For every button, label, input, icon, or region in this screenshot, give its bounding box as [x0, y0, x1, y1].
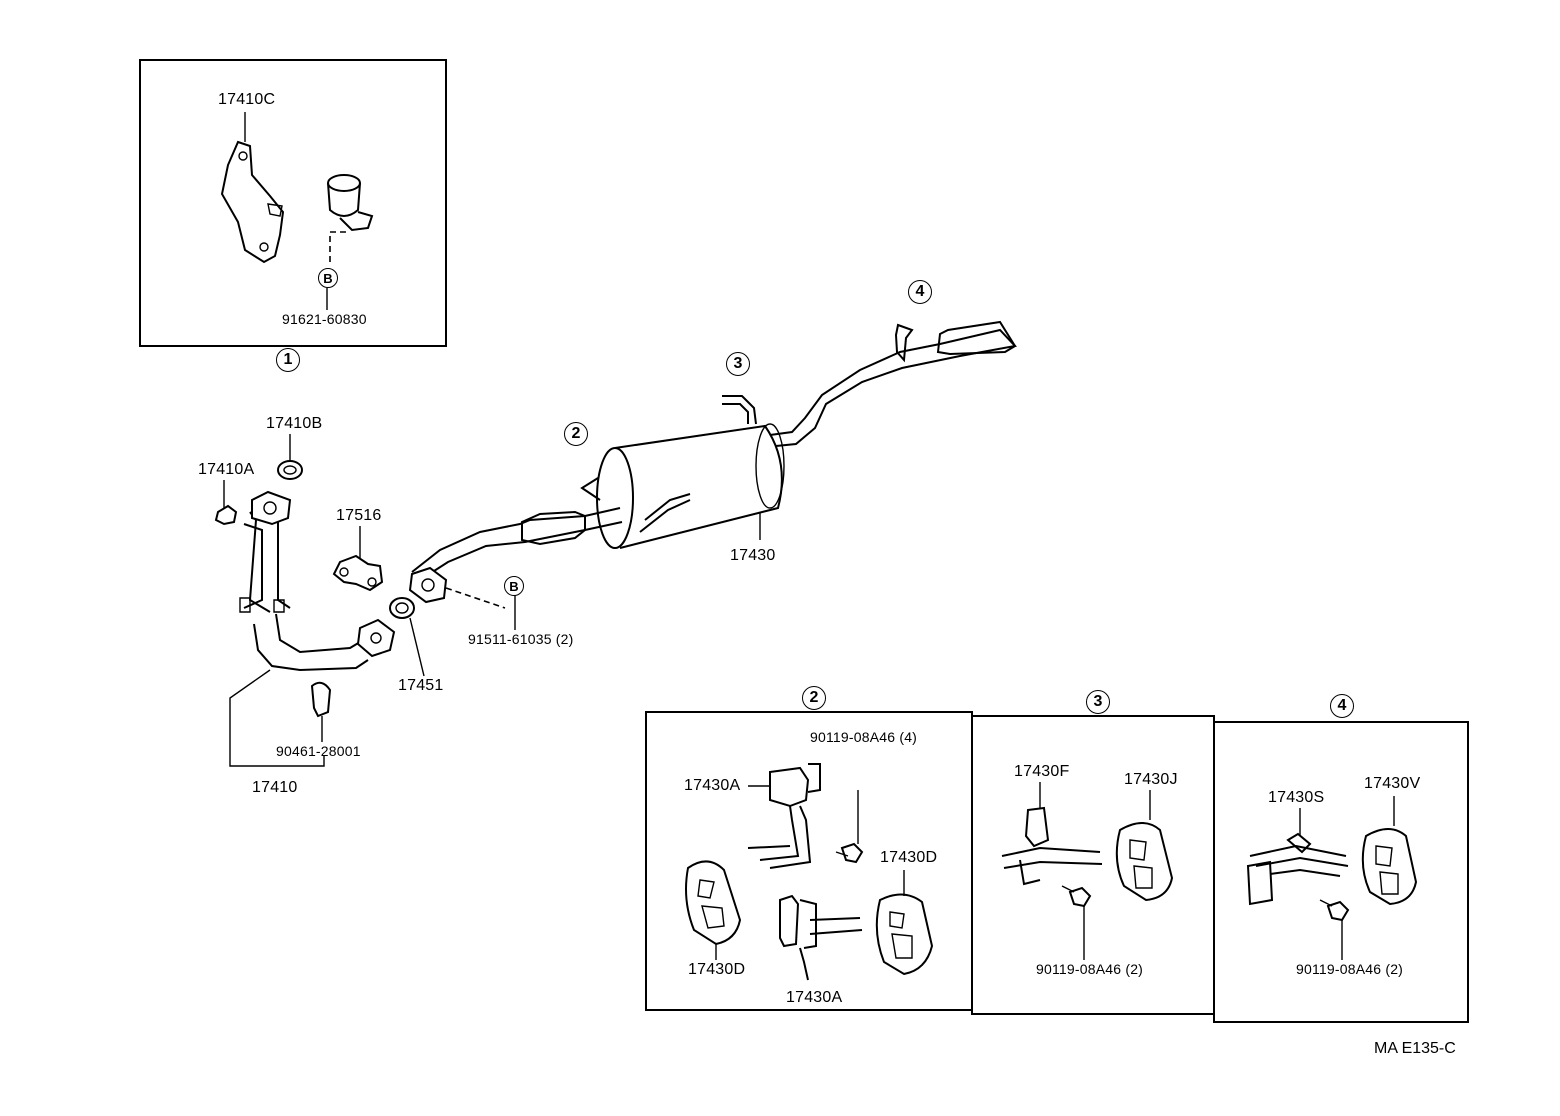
label-90461-28001: 90461-28001 — [276, 743, 361, 759]
bracket-17516-drawing — [332, 526, 384, 592]
label-box3-17430j: 17430J — [1124, 771, 1178, 788]
label-box4-17430s: 17430S — [1268, 789, 1325, 806]
label-17430: 17430 — [730, 547, 776, 564]
box3-bolt-drawing — [1061, 885, 1092, 960]
label-box2-17430d-left: 17430D — [688, 961, 746, 978]
label-17410b: 17410B — [266, 415, 323, 432]
inset-box-4 — [1213, 721, 1469, 1023]
label-17410c: 17410C — [218, 91, 276, 108]
label-box2-17430d-right: 17430D — [880, 849, 938, 866]
label-17410: 17410 — [252, 779, 298, 796]
plug-90461-drawing — [310, 681, 332, 742]
box4-rubber-drawing — [1361, 796, 1418, 906]
ref-circle-b-mid: B — [504, 576, 524, 596]
clamp-inset-drawing — [326, 174, 374, 310]
ref-circle-4: 4 — [908, 280, 932, 304]
label-17516: 17516 — [336, 507, 382, 524]
front-pipe-drawing — [239, 490, 396, 672]
ref-circle-2: 2 — [564, 422, 588, 446]
leader-17410 — [229, 669, 325, 767]
ref-circle-box-3: 3 — [1086, 690, 1110, 714]
hanger-3-drawing — [722, 395, 757, 425]
label-box4-90119-08a46: 90119-08A46 (2) — [1296, 961, 1404, 977]
label-91511-61035: 91511-61035 (2) — [468, 631, 574, 647]
ref-circle-3: 3 — [726, 352, 750, 376]
box3-hanger-drawing — [1001, 782, 1103, 886]
box4-bolt-drawing — [1319, 899, 1350, 960]
ref-circle-1: 1 — [276, 348, 300, 372]
ref-circle-b-top: B — [318, 268, 338, 288]
center-pipe-drawing — [408, 507, 623, 609]
ref-circle-box-2: 2 — [802, 686, 826, 710]
label-17410a: 17410A — [198, 461, 255, 478]
inset-box-1 — [139, 59, 447, 347]
label-box2-17430a-top: 17430A — [684, 777, 741, 794]
box4-hanger-drawing — [1246, 808, 1349, 906]
box2-hanger-bottom-drawing — [779, 894, 863, 981]
label-box2-90119-08a46: 90119-08A46 (4) — [810, 729, 918, 745]
label-91621-60830: 91621-60830 — [282, 311, 367, 327]
bracket-17410c-drawing — [220, 112, 285, 264]
label-box3-17430f: 17430F — [1014, 763, 1070, 780]
box3-rubber-drawing — [1115, 790, 1174, 902]
box2-rubber-right-drawing — [875, 870, 934, 976]
box2-rubber-left-drawing — [685, 860, 742, 960]
label-box2-17430a-bottom: 17430A — [786, 989, 843, 1006]
gasket-17451-drawing — [389, 597, 425, 677]
gasket-17410b-drawing — [277, 434, 303, 480]
tail-pipe-drawing — [769, 300, 1017, 447]
box2-bolt-drawing — [835, 790, 864, 864]
box2-hanger-top-drawing — [747, 763, 821, 869]
nut-17410a-drawing — [214, 480, 238, 526]
ref-circle-box-4: 4 — [1330, 694, 1354, 718]
label-box3-90119-08a46: 90119-08A46 (2) — [1036, 961, 1144, 977]
muffler-17430-drawing — [580, 423, 785, 549]
label-box4-17430v: 17430V — [1364, 775, 1421, 792]
diagram-code: MA E135-C — [1374, 1040, 1456, 1057]
label-17451: 17451 — [398, 677, 444, 694]
